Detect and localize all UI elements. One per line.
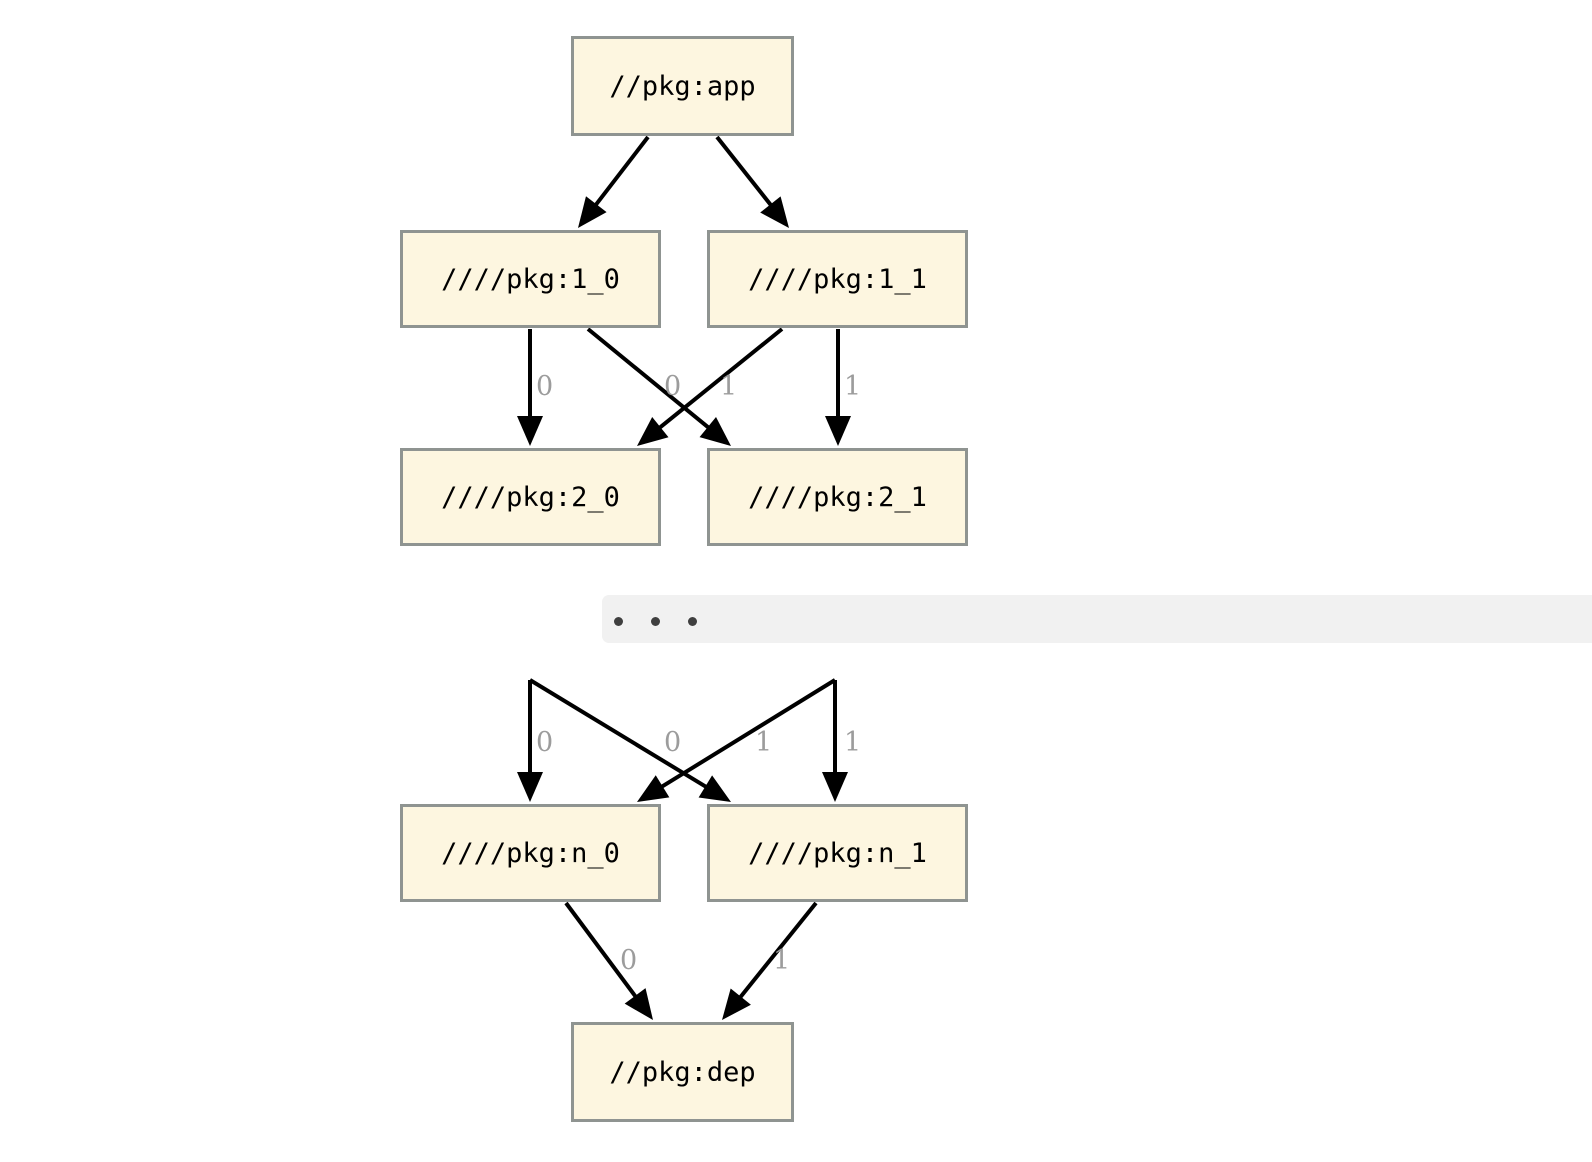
graph-edge-arrowhead [699,416,731,446]
graph-node-label: ////pkg:2_0 [441,481,620,513]
graph-edge-arrowhead [517,772,543,802]
graph-node-label: ////pkg:1_0 [441,263,620,295]
graph-edge-arrowhead [722,988,751,1020]
graph-edge-label: 1 [844,371,862,402]
graph-edge-label: 0 [664,727,682,758]
graph-edge-label: 0 [620,945,638,976]
graph-node-label: ////pkg:1_1 [748,263,927,295]
graph-node-nn_1[interactable]: ////pkg:n_1 [707,804,968,902]
edges-group [517,135,851,1020]
graph-edge-arrowhead [637,417,669,446]
graph-edge-line [734,901,818,1005]
ellipsis-separator-band [602,595,1592,643]
graph-edge-line [564,901,642,1004]
graph-edge-label: 0 [536,371,554,402]
graph-node-label: //pkg:dep [609,1056,756,1088]
graph-edge-line [654,678,837,793]
graph-edge-arrowhead [637,775,670,802]
graph-node-app[interactable]: //pkg:app [571,36,794,136]
graph-edge-line [652,327,784,434]
ellipsis-dot-2 [651,617,660,626]
graph-edge-arrowhead [624,988,653,1020]
graph-edge-arrowhead [825,416,851,446]
graph-edge-label: 1 [773,945,791,976]
ellipsis-dot-3 [688,617,697,626]
graph-node-dep[interactable]: //pkg:dep [571,1022,794,1122]
ellipsis-dot-1 [614,617,623,626]
graph-edge-label: 1 [844,727,862,758]
graph-edge-line [589,135,650,212]
graph-node-label: //pkg:app [609,70,756,102]
graph-node-nn_0[interactable]: ////pkg:n_0 [400,804,661,902]
graph-edge-arrowhead [822,772,848,802]
graph-edge-line [715,135,777,212]
graph-node-n2_0[interactable]: ////pkg:2_0 [400,448,661,546]
graph-edge-arrowhead [698,775,731,802]
graph-edge-arrowhead [578,196,607,228]
graph-node-n1_1[interactable]: ////pkg:1_1 [707,230,968,328]
graph-edge-label: 1 [755,727,773,758]
graph-edge-arrowhead [517,416,543,446]
graph-node-label: ////pkg:n_1 [748,837,927,869]
graph-edge-arrowhead [760,196,789,228]
graph-node-label: ////pkg:n_0 [441,837,620,869]
graph-edge-label: 0 [536,727,554,758]
graph-edge-line [586,327,716,434]
graph-node-label: ////pkg:2_1 [748,481,927,513]
graph-edge-label: 1 [720,371,738,402]
graph-edge-label: 0 [664,371,682,402]
graph-node-n1_0[interactable]: ////pkg:1_0 [400,230,661,328]
graph-node-n2_1[interactable]: ////pkg:2_1 [707,448,968,546]
